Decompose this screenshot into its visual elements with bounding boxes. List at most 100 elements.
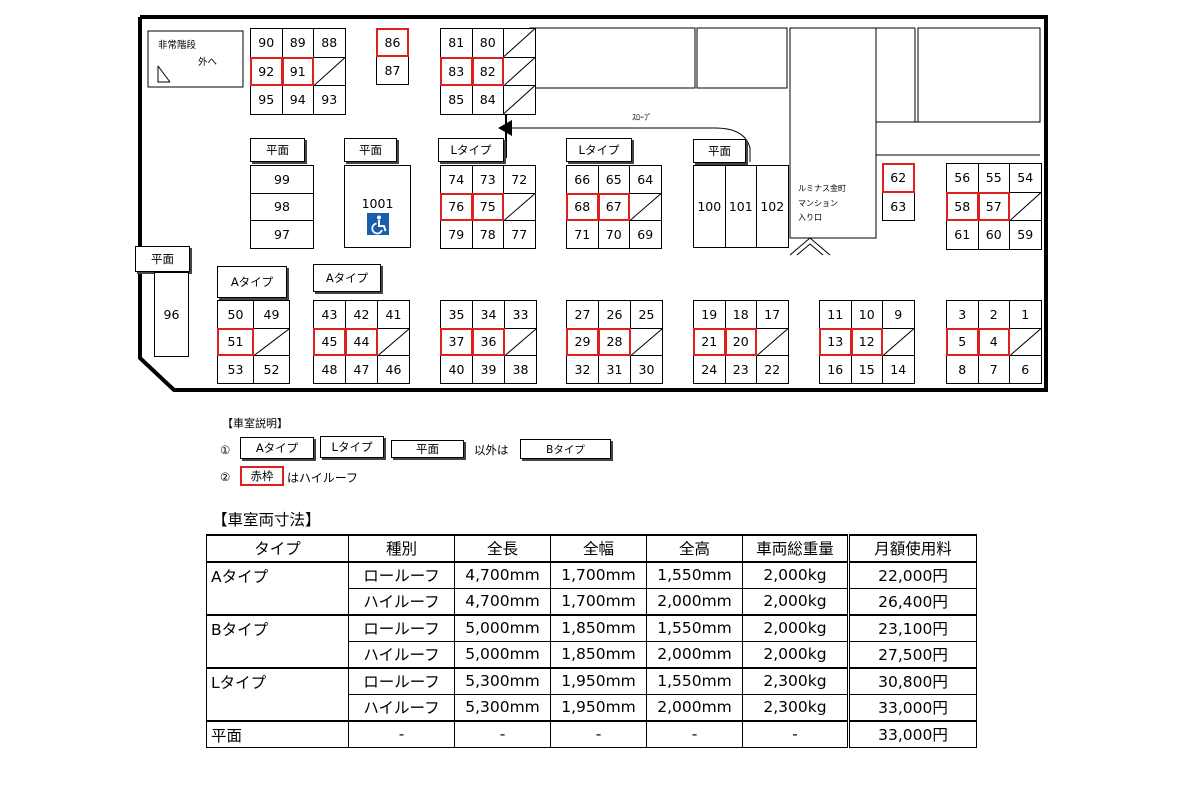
parking-space-80: 80 — [471, 28, 504, 58]
a-type-label: Aタイプ — [313, 264, 381, 292]
table-row: ハイルーフ 4,700mm 1,700mm 2,000mm 2,000kg 26… — [207, 587, 977, 615]
parking-space-35: 35 — [440, 300, 473, 329]
parking-space-95: 95 — [250, 85, 283, 115]
parking-space-27: 27 — [566, 300, 599, 329]
cell-width: 1,950mm — [550, 693, 647, 721]
parking-space-9: 9 — [882, 300, 915, 329]
cell-weight: 2,300kg — [742, 666, 849, 695]
blocked-space — [253, 327, 290, 356]
flat-label: 平面 — [344, 138, 397, 162]
parking-space-42: 42 — [345, 300, 378, 329]
cell-weight: 2,300kg — [742, 693, 849, 721]
parking-space-63: 63 — [882, 191, 915, 221]
cell-length: 5,000mm — [454, 640, 551, 668]
cell-price: 30,800円 — [847, 666, 977, 695]
cell-price: 33,000円 — [847, 719, 977, 748]
a-type-label: Aタイプ — [217, 266, 287, 298]
parking-space-85: 85 — [440, 85, 473, 115]
cell-kind: ロールーフ — [348, 666, 455, 695]
header-kind: 種別 — [348, 534, 455, 562]
header-weight: 車両総重量 — [742, 534, 849, 562]
parking-space-90: 90 — [250, 28, 283, 58]
parking-space-52: 52 — [253, 355, 290, 384]
dimensions-title: 【車室両寸法】 — [212, 511, 321, 529]
lot-outline — [138, 15, 1048, 392]
parking-space-34: 34 — [472, 300, 505, 329]
parking-space-72: 72 — [503, 165, 536, 194]
parking-space-48: 48 — [313, 355, 346, 384]
parking-space-1001: 1001 — [344, 165, 411, 248]
cell-weight: - — [742, 719, 849, 748]
parking-space-93: 93 — [313, 85, 346, 115]
parking-space-78: 78 — [471, 220, 504, 249]
parking-space-62: 62 — [882, 163, 915, 193]
table-row: Bタイプ ロールーフ 5,000mm 1,850mm 1,550mm 2,000… — [206, 613, 977, 668]
header-price: 月額使用料 — [847, 534, 977, 562]
emergency-stairs-label: 非常階段 — [158, 40, 197, 51]
entrance-label-3: 入り口 — [798, 213, 822, 222]
parking-space-32: 32 — [566, 355, 599, 384]
parking-space-30: 30 — [630, 355, 663, 384]
table-row: 平面 - - - - - 33,000円 — [206, 719, 977, 748]
blocked-space — [503, 28, 536, 58]
cell-type: Lタイプ — [206, 666, 349, 721]
parking-space-58: 58 — [946, 191, 979, 221]
legend-except: 以外は — [474, 443, 509, 457]
parking-space-82: 82 — [471, 56, 504, 86]
blocked-space — [503, 85, 536, 115]
parking-space-3: 3 — [946, 300, 979, 329]
parking-space-46: 46 — [377, 355, 410, 384]
parking-space-20: 20 — [724, 327, 757, 356]
l-type-label: Lタイプ — [566, 138, 632, 162]
parking-space-11: 11 — [819, 300, 852, 329]
cell-kind: ハイルーフ — [348, 640, 455, 668]
dimensions-table: タイプ 種別 全長 全幅 全高 車両総重量 月額使用料 Aタイプ ロールーフ 4… — [206, 534, 977, 748]
parking-space-51: 51 — [217, 327, 254, 356]
parking-space-66: 66 — [566, 165, 599, 194]
parking-space-59: 59 — [1009, 220, 1042, 250]
cell-kind: ロールーフ — [348, 613, 455, 642]
parking-space-2: 2 — [977, 300, 1010, 329]
cell-height: - — [646, 719, 743, 748]
parking-space-76: 76 — [440, 192, 473, 221]
parking-space-13: 13 — [819, 327, 852, 356]
entrance-label-2: マンション — [798, 199, 838, 208]
parking-space-24: 24 — [693, 355, 726, 384]
parking-space-19: 19 — [693, 300, 726, 329]
parking-space-6: 6 — [1009, 355, 1042, 384]
flat-label: 平面 — [250, 138, 305, 162]
header-height: 全高 — [646, 534, 743, 562]
parking-space-99: 99 — [250, 165, 314, 194]
parking-space-21: 21 — [693, 327, 726, 356]
cell-kind: - — [348, 719, 455, 748]
parking-space-74: 74 — [440, 165, 473, 194]
cell-price: 22,000円 — [847, 560, 977, 589]
parking-space-8: 8 — [946, 355, 979, 384]
parking-space-86: 86 — [376, 28, 409, 57]
parking-space-73: 73 — [471, 165, 504, 194]
parking-space-97: 97 — [250, 220, 314, 249]
cell-length: 5,300mm — [454, 666, 551, 695]
parking-space-53: 53 — [217, 355, 254, 384]
parking-space-26: 26 — [598, 300, 631, 329]
parking-space-29: 29 — [566, 327, 599, 356]
cell-kind: ロールーフ — [348, 560, 455, 589]
parking-space-89: 89 — [281, 28, 314, 58]
cell-length: 5,300mm — [454, 693, 551, 721]
blocked-space — [377, 327, 410, 356]
slope-label: ｽﾛｰﾌﾟ — [632, 113, 652, 122]
parking-space-84: 84 — [471, 85, 504, 115]
cell-height: 2,000mm — [646, 640, 743, 668]
parking-space-31: 31 — [598, 355, 631, 384]
cell-weight: 2,000kg — [742, 560, 849, 589]
table-row: Aタイプ ロールーフ 4,700mm 1,700mm 1,550mm 2,000… — [206, 560, 977, 615]
parking-space-71: 71 — [566, 220, 599, 249]
cell-width: 1,700mm — [550, 587, 647, 615]
parking-space-14: 14 — [882, 355, 915, 384]
wheelchair-icon — [366, 213, 389, 235]
header-length: 全長 — [454, 534, 551, 562]
flat-label: 平面 — [135, 246, 190, 272]
parking-space-79: 79 — [440, 220, 473, 249]
cell-width: 1,850mm — [550, 613, 647, 642]
parking-space-57: 57 — [977, 191, 1010, 221]
